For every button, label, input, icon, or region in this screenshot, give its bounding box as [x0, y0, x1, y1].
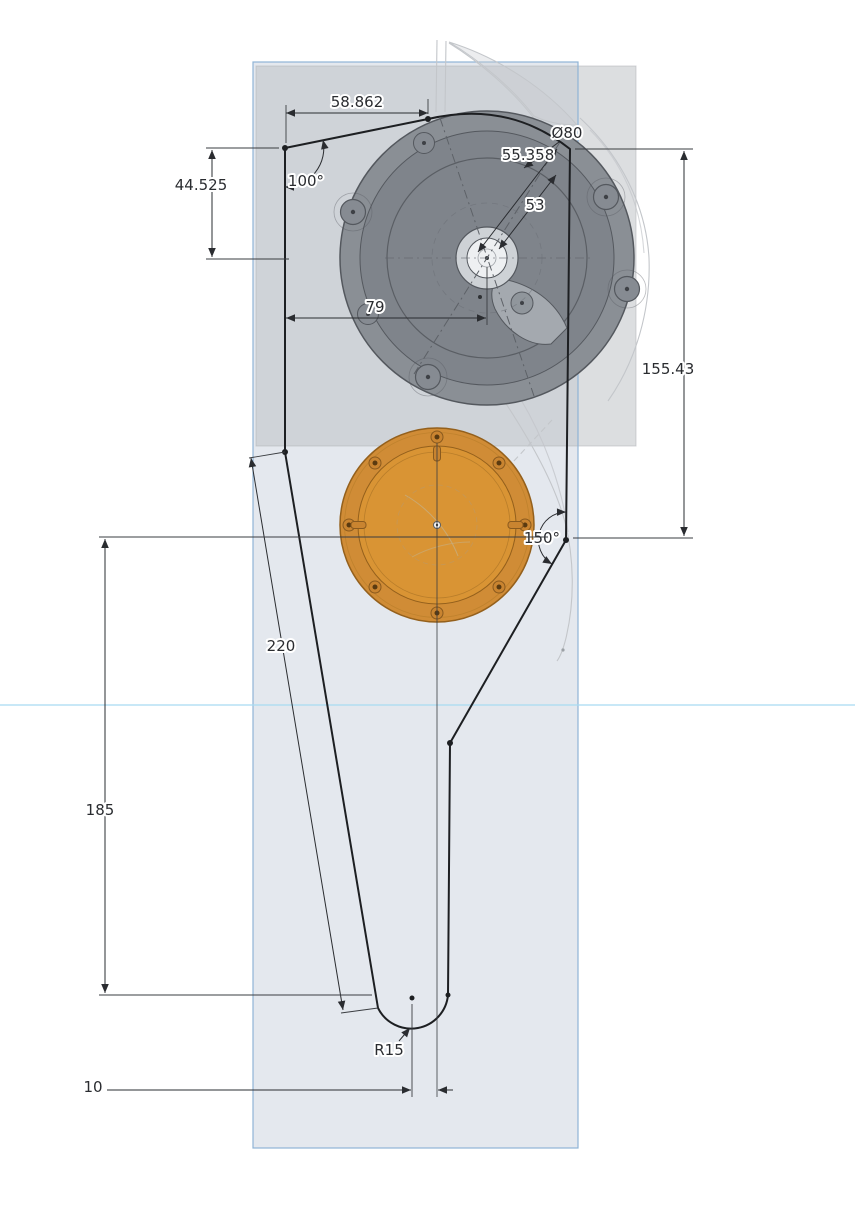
bolt-boss: [586, 177, 626, 217]
dimension-taper-angle[interactable]: 150°: [522, 508, 567, 565]
flange-bolt-hole: [368, 580, 382, 594]
bolt-boss: [408, 357, 448, 397]
flange-bolt-hole: [430, 430, 444, 444]
dimension-corner-drop[interactable]: 44.525: [173, 147, 289, 260]
bolt-center: [522, 522, 528, 528]
dimension-hub-span[interactable]: 53: [498, 174, 557, 250]
angle-arc: [537, 508, 567, 565]
gear-bolt-hole: [333, 192, 373, 232]
dimension-value[interactable]: 58.862: [329, 91, 386, 113]
bolt-center: [372, 460, 378, 466]
bolt-center: [603, 194, 609, 200]
flange-slot: [507, 521, 524, 529]
dimension-value[interactable]: 185: [84, 799, 117, 821]
flange-ghost-curve: [411, 541, 471, 558]
bolt-center: [346, 522, 352, 528]
gear-bolt-hole: [586, 177, 626, 217]
bolt-center: [422, 141, 426, 145]
ghost-curve: [435, 39, 438, 113]
flange-slot: [350, 521, 367, 529]
bolt-center: [624, 286, 630, 292]
flange-bolt-hole: [368, 456, 382, 470]
sketch-profile-outline[interactable]: [284, 112, 571, 1030]
ghost-geometry-top: [435, 39, 650, 402]
gear-bolt-hole: [607, 269, 647, 309]
dimension-left-height[interactable]: 185: [84, 536, 548, 996]
dimension-value[interactable]: R15: [372, 1039, 406, 1061]
sketch-point[interactable]: [282, 145, 288, 151]
bolt-center: [496, 584, 502, 590]
bolt-center: [372, 584, 378, 590]
dimension-top-width[interactable]: 58.862: [285, 91, 429, 143]
bolt-boss: [333, 192, 373, 232]
dimension-slant-length[interactable]: 220: [248, 451, 379, 1014]
dimension-center-offset[interactable]: 79: [286, 267, 488, 325]
dimension-value[interactable]: 100°: [286, 170, 326, 192]
dimension-value[interactable]: 44.525: [173, 174, 230, 196]
centerline[interactable]: [439, 117, 535, 397]
dimension-corner-angle[interactable]: 100°: [284, 139, 329, 192]
bolt-center: [496, 460, 502, 466]
dimension-value[interactable]: 10: [81, 1076, 104, 1098]
dimension-tip-radius[interactable]: R15: [372, 1027, 411, 1061]
bolt-boss: [607, 269, 647, 309]
sketch-point[interactable]: [563, 537, 569, 543]
gear-bolt-hole: [408, 357, 448, 397]
sketch-point[interactable]: [409, 995, 415, 1001]
sketch-point[interactable]: [447, 740, 453, 746]
sketch-point[interactable]: [445, 992, 451, 998]
bolt-center: [350, 209, 356, 215]
ghost-blade: [448, 41, 579, 126]
gear-pin-center: [520, 301, 524, 305]
dimension-value[interactable]: 79: [363, 296, 386, 318]
ghost-point: [561, 648, 565, 652]
flange-bolt-hole: [492, 456, 506, 470]
gear-reference-point: [478, 295, 482, 299]
dimension-bolt-span[interactable]: 55.358: [477, 144, 558, 253]
flange-ghost-curve: [404, 494, 459, 557]
bolt-center: [434, 434, 440, 440]
dimension-value[interactable]: 53: [523, 194, 546, 216]
dimension-tip-offset[interactable]: 10: [81, 1004, 453, 1098]
dimension-value[interactable]: 155.43: [640, 358, 697, 380]
flange-bolt-hole: [492, 580, 506, 594]
dimension-value[interactable]: 150°: [522, 527, 562, 549]
ghost-curve: [579, 117, 650, 402]
flange-ghost-circle: [396, 484, 478, 566]
gear-bolt-hole: [413, 132, 435, 154]
dimension-value[interactable]: Ø80: [550, 122, 585, 144]
sketch-point[interactable]: [425, 116, 431, 122]
dimension-line: [498, 174, 557, 250]
dimension-line: [248, 457, 346, 1011]
bolt-center: [425, 374, 431, 380]
dimension-value[interactable]: 55.358: [500, 144, 557, 166]
ghost-curve: [589, 129, 645, 254]
dimension-right-height[interactable]: 155.43: [573, 148, 697, 539]
extension-line: [248, 451, 286, 459]
ghost-curve: [444, 40, 447, 113]
dimension-value[interactable]: 220: [265, 635, 298, 657]
dimension-bore-diameter[interactable]: Ø80: [523, 122, 585, 169]
angle-arc: [284, 139, 329, 191]
extension-line: [340, 1007, 379, 1014]
leader-line: [398, 1027, 411, 1042]
